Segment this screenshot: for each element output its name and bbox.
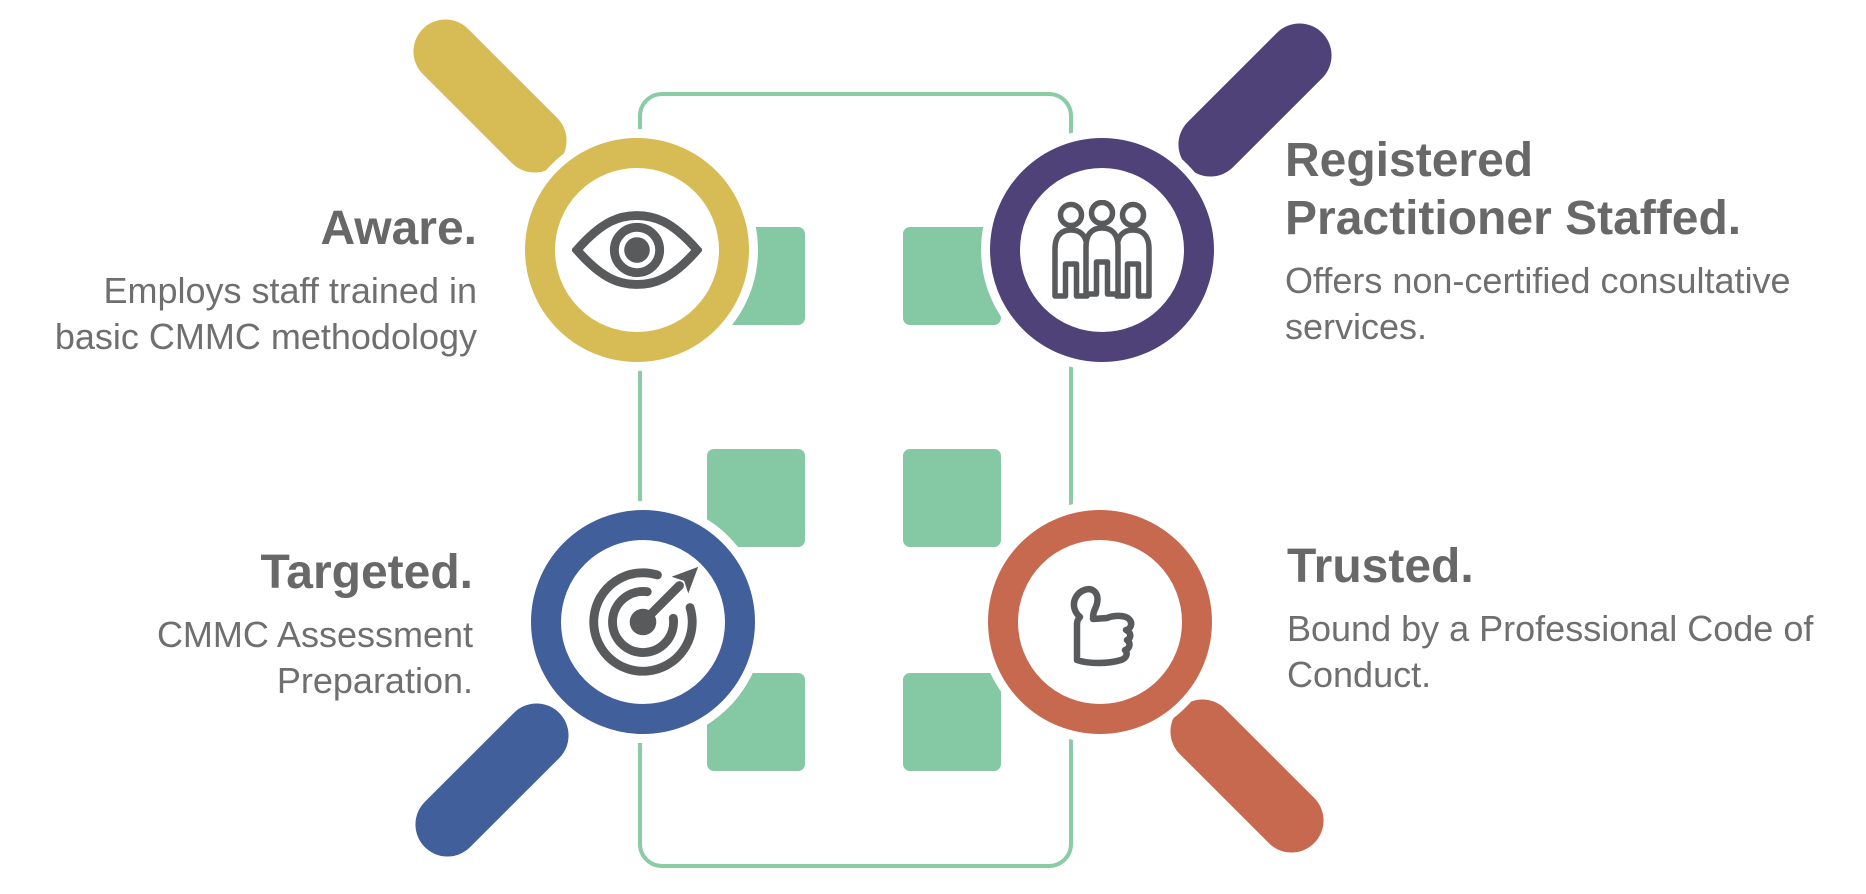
- registered-title: Registered Practitioner Staffed.: [1285, 134, 1742, 245]
- trusted-text-block: Trusted. Bound by a Professional Code of…: [1287, 538, 1813, 698]
- registered-description: Offers non-certified consultative servic…: [1285, 260, 1791, 347]
- trusted-description: Bound by a Professional Code of Conduct.: [1287, 608, 1814, 695]
- eye-icon: [572, 210, 702, 290]
- registered-magnifier-lens: [990, 138, 1214, 362]
- aware-description: Employs staff trained in basic CMMC meth…: [54, 270, 477, 357]
- trusted-magnifier-handle: [1157, 686, 1337, 866]
- thumbs-up-icon: [1050, 571, 1150, 673]
- target-arrow-icon: [579, 558, 707, 686]
- targeted-text-block: Targeted. CMMC Assessment Preparation.: [157, 544, 473, 704]
- people-group-icon: [1043, 200, 1161, 300]
- targeted-description: CMMC Assessment Preparation.: [156, 614, 473, 701]
- trusted-magnifier-lens: [988, 510, 1212, 734]
- aware-text-block: Aware. Employs staff trained in basic CM…: [55, 200, 477, 360]
- grid-square: [903, 449, 1001, 547]
- aware-magnifier-handle: [400, 6, 580, 186]
- grid-square: [903, 673, 1001, 771]
- targeted-title: Targeted.: [260, 546, 473, 599]
- aware-magnifier-lens: [525, 138, 749, 362]
- targeted-magnifier-handle: [402, 690, 582, 870]
- targeted-magnifier-lens: [531, 510, 755, 734]
- center-frame-outline: [638, 92, 1073, 868]
- registered-text-block: Registered Practitioner Staffed. Offers …: [1285, 132, 1791, 350]
- grid-square: [903, 227, 1001, 325]
- trusted-title: Trusted.: [1287, 540, 1474, 593]
- grid-square: [707, 449, 805, 547]
- aware-title: Aware.: [320, 202, 477, 255]
